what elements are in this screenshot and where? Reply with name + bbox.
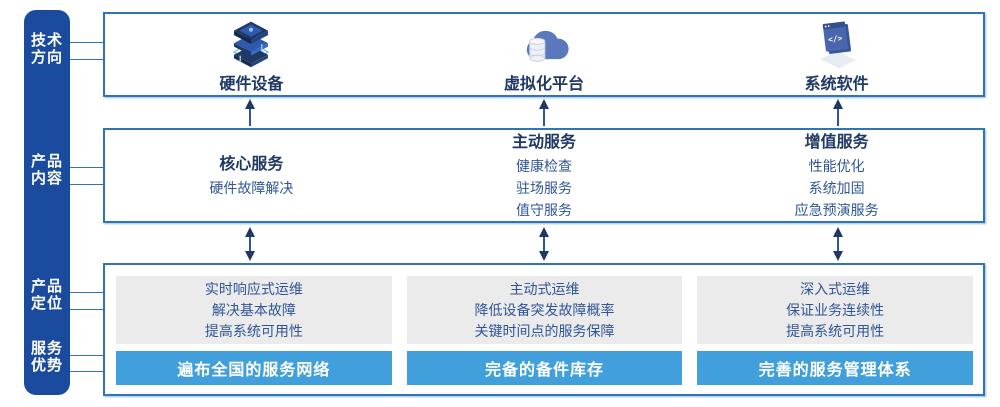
cloud-database-icon xyxy=(515,15,573,69)
positioning-panel: 主动式运维 降低设备突发故障概率 关键时间点的服务保障 xyxy=(406,276,683,344)
connector-line xyxy=(70,184,104,185)
connector-line xyxy=(70,371,104,372)
double-arrow-icon xyxy=(833,227,843,261)
category-label-line: 方向 xyxy=(30,49,63,66)
server-stack-icon xyxy=(222,15,280,69)
tech-item-virtualization: 虚拟化平台 xyxy=(398,14,691,95)
service-item: 应急预演服务 xyxy=(794,201,879,218)
positioning-line: 保证业务连续性 xyxy=(786,301,885,318)
service-item: 值守服务 xyxy=(516,201,572,218)
up-arrow-icon xyxy=(833,99,843,126)
tech-item-label: 硬件设备 xyxy=(219,76,284,93)
tech-direction-box: 硬件设备 虚拟化平台 xyxy=(103,12,985,97)
positioning-line: 深入式运维 xyxy=(800,280,871,297)
code-window-icon: </> xyxy=(808,15,866,69)
service-item: 驻场服务 xyxy=(516,179,572,196)
service-item: 性能优化 xyxy=(808,157,865,174)
category-label-line: 产品 xyxy=(30,278,63,295)
category-tech-direction: 技术 方向 xyxy=(24,32,70,66)
positioning-column-realtime: 实时响应式运维 解决基本故障 提高系统可用性 遍布全国的服务网络 xyxy=(116,276,392,385)
tech-item-label: 虚拟化平台 xyxy=(504,76,585,93)
service-item: 系统加固 xyxy=(808,179,865,196)
left-category-bar: 技术 方向 产品 内容 产品 定位 服务 优势 xyxy=(24,10,70,395)
connector-line xyxy=(70,42,104,43)
positioning-column-proactive: 主动式运维 降低设备突发故障概率 关键时间点的服务保障 完备的备件库存 xyxy=(406,276,683,385)
double-arrow-icon xyxy=(539,227,549,261)
svg-text:</>: </> xyxy=(827,34,843,45)
category-label-line: 内容 xyxy=(30,170,63,187)
positioning-line: 主动式运维 xyxy=(509,280,580,297)
category-label-line: 技术 xyxy=(30,32,63,49)
positioning-line: 提高系统可用性 xyxy=(204,322,303,339)
product-content-box: 核心服务 硬件故障解决 主动服务 健康检查 驻场服务 值守服务 增值服务 性能优… xyxy=(103,128,985,223)
tech-item-system-software: </> 系统软件 xyxy=(690,14,983,95)
up-arrow-icon xyxy=(539,99,549,126)
tech-item-hardware: 硬件设备 xyxy=(105,14,398,95)
category-label-line: 产品 xyxy=(30,153,63,170)
connector-line xyxy=(70,167,104,168)
positioning-line: 降低设备突发故障概率 xyxy=(474,301,615,318)
service-column-core: 核心服务 硬件故障解决 xyxy=(105,130,398,221)
positioning-panel: 深入式运维 保证业务连续性 提高系统可用性 xyxy=(697,276,974,344)
positioning-line: 实时响应式运维 xyxy=(204,280,303,297)
up-arrow-icon xyxy=(245,99,255,126)
connector-line xyxy=(70,292,104,293)
service-column-proactive: 主动服务 健康检查 驻场服务 值守服务 xyxy=(398,130,691,221)
connector-line xyxy=(70,59,104,60)
advantage-banner: 完备的备件库存 xyxy=(406,351,683,385)
category-label-line: 服务 xyxy=(30,340,63,357)
positioning-line: 提高系统可用性 xyxy=(786,322,885,339)
service-item: 硬件故障解决 xyxy=(209,179,294,196)
arrow-row-top xyxy=(103,99,985,126)
positioning-line: 关键时间点的服务保障 xyxy=(474,322,615,339)
advantage-banner: 遍布全国的服务网络 xyxy=(116,351,392,385)
positioning-panel: 实时响应式运维 解决基本故障 提高系统可用性 xyxy=(116,276,392,344)
connector-line xyxy=(70,355,104,356)
category-product-content: 产品 内容 xyxy=(24,153,70,187)
service-title: 增值服务 xyxy=(804,133,869,151)
service-item: 健康检查 xyxy=(516,157,572,174)
category-product-positioning: 产品 定位 xyxy=(24,278,70,312)
positioning-line: 解决基本故障 xyxy=(211,301,296,318)
category-label-line: 优势 xyxy=(30,357,63,374)
double-arrow-icon xyxy=(245,227,255,261)
positioning-advantage-box: 实时响应式运维 解决基本故障 提高系统可用性 遍布全国的服务网络 主动式运维 降… xyxy=(103,263,985,396)
advantage-banner: 完善的服务管理体系 xyxy=(697,351,974,385)
connector-line xyxy=(70,309,104,310)
service-title: 核心服务 xyxy=(219,155,284,173)
positioning-column-indepth: 深入式运维 保证业务连续性 提高系统可用性 完善的服务管理体系 xyxy=(697,276,974,385)
category-service-advantage: 服务 优势 xyxy=(24,340,70,374)
tech-item-label: 系统软件 xyxy=(804,76,869,93)
category-label-line: 定位 xyxy=(30,295,63,312)
arrow-row-bottom xyxy=(103,227,985,261)
service-title: 主动服务 xyxy=(512,133,577,151)
service-column-value-added: 增值服务 性能优化 系统加固 应急预演服务 xyxy=(690,130,983,221)
